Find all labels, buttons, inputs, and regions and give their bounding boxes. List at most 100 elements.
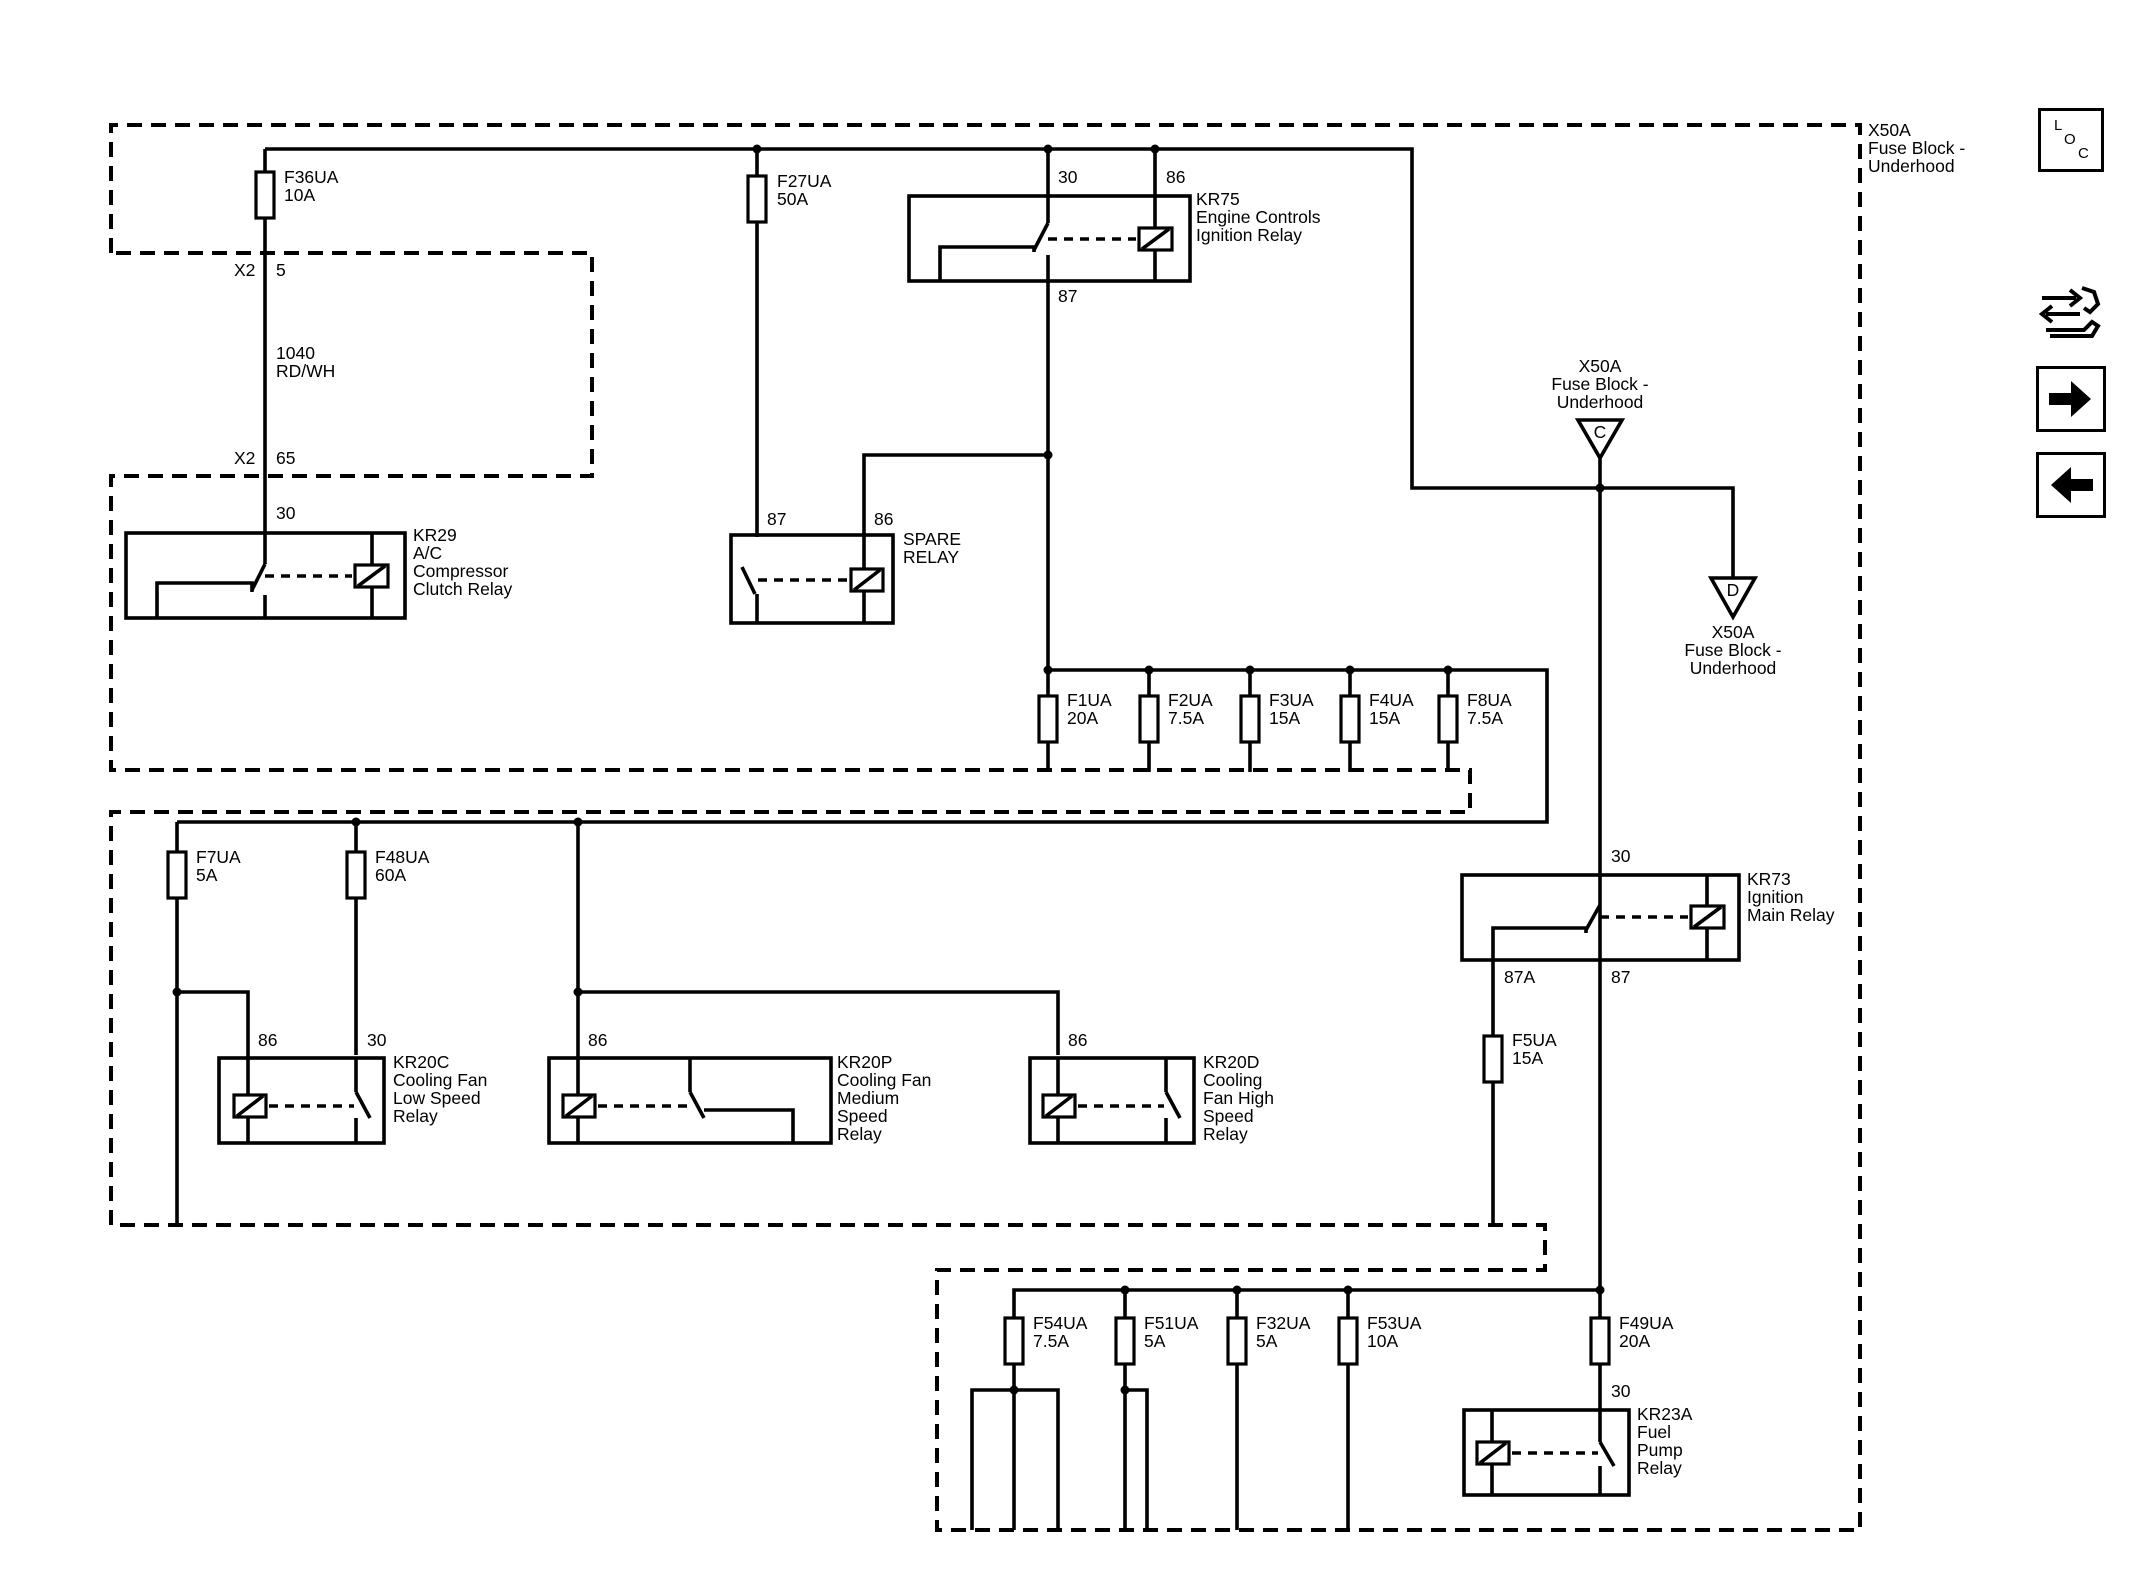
svg-text:Speed: Speed: [837, 1106, 888, 1126]
svg-text:Engine Controls: Engine Controls: [1196, 207, 1321, 227]
fuse-F8UA: F8UA 7.5A: [1437, 670, 1512, 772]
svg-text:Fuse Block -: Fuse Block -: [1551, 374, 1648, 394]
bus-F1-F8: [177, 665, 1549, 824]
svg-text:Compressor: Compressor: [413, 561, 508, 581]
svg-text:Cooling: Cooling: [1203, 1070, 1262, 1090]
svg-text:7.5A: 7.5A: [1168, 708, 1204, 728]
svg-text:A/C: A/C: [413, 543, 442, 563]
fuse-F36UA: F36UA 10A: [254, 167, 339, 220]
svg-text:Fan High: Fan High: [1203, 1088, 1274, 1108]
svg-text:KR29: KR29: [413, 525, 457, 545]
svg-text:X50A: X50A: [1712, 622, 1755, 642]
connector-X2-pin65: X2 65: [234, 448, 295, 468]
svg-text:C: C: [1594, 422, 1607, 442]
loc-button[interactable]: L O C: [2038, 108, 2104, 172]
fuse-F49UA: F49UA 20A: [1589, 1290, 1674, 1410]
loc-letter-o: O: [2064, 131, 2076, 148]
loc-letter-l: L: [2054, 117, 2063, 134]
svg-text:Underhood: Underhood: [1868, 156, 1955, 176]
previous-arrow-icon: [2051, 467, 2093, 503]
cooling-fan-bus: [172, 817, 1060, 1225]
svg-text:F1UA: F1UA: [1067, 690, 1112, 710]
svg-text:86: 86: [588, 1030, 607, 1050]
relay-KR23A: 30 KR23A Fuel Pump Relay: [1462, 1381, 1693, 1497]
fuse-F2UA: F2UA 7.5A: [1138, 670, 1213, 772]
svg-text:20A: 20A: [1619, 1331, 1650, 1351]
svg-text:50A: 50A: [777, 189, 808, 209]
svg-text:87: 87: [1058, 286, 1077, 306]
svg-text:86: 86: [258, 1030, 277, 1050]
svg-text:5: 5: [276, 260, 286, 280]
fuse-F32UA: F32UA 5A: [1226, 1290, 1311, 1530]
svg-text:7.5A: 7.5A: [1033, 1331, 1069, 1351]
fuse-F48UA: F48UA 60A: [345, 847, 430, 900]
svg-text:X50A: X50A: [1868, 120, 1911, 140]
fuse-F5UA: F5UA 15A: [1482, 960, 1557, 1225]
svg-text:KR73: KR73: [1747, 869, 1791, 889]
svg-text:87: 87: [1611, 967, 1630, 987]
fuse-F3UA: F3UA 15A: [1239, 670, 1314, 772]
svg-text:Clutch Relay: Clutch Relay: [413, 579, 512, 599]
svg-text:15A: 15A: [1269, 708, 1300, 728]
svg-text:KR20C: KR20C: [393, 1052, 449, 1072]
previous-button[interactable]: [2036, 452, 2106, 518]
svg-text:87A: 87A: [1504, 967, 1535, 987]
svg-text:20A: 20A: [1067, 708, 1098, 728]
svg-text:87: 87: [767, 509, 786, 529]
svg-text:60A: 60A: [375, 865, 406, 885]
svg-text:KR23A: KR23A: [1637, 1404, 1693, 1424]
svg-text:KR20P: KR20P: [837, 1052, 892, 1072]
svg-text:Relay: Relay: [837, 1124, 882, 1144]
svg-text:F54UA: F54UA: [1033, 1313, 1088, 1333]
svg-text:30: 30: [1058, 167, 1078, 187]
connector-D: D X50A Fuse Block - Underhood: [1684, 576, 1782, 678]
relay-KR20P: 86 KR20P Cooling Fan Medium Speed Relay: [547, 1030, 931, 1145]
tools-icon[interactable]: [2036, 278, 2106, 344]
svg-text:Ignition: Ignition: [1747, 887, 1803, 907]
svg-text:KR75: KR75: [1196, 189, 1240, 209]
svg-text:5A: 5A: [1144, 1331, 1166, 1351]
svg-text:Medium: Medium: [837, 1088, 899, 1108]
svg-text:65: 65: [276, 448, 295, 468]
relay-KR29: 30 KR29 A/C Compressor Clutch Relay: [124, 503, 512, 620]
svg-text:Ignition Relay: Ignition Relay: [1196, 225, 1302, 245]
fuse-F1UA: F1UA 20A: [1037, 670, 1112, 772]
svg-text:D: D: [1727, 580, 1740, 600]
svg-text:Pump: Pump: [1637, 1440, 1683, 1460]
svg-text:1040: 1040: [276, 343, 315, 363]
relay-KR20C: 86 30 KR20C Cooling Fan Low Speed Relay: [217, 1030, 487, 1145]
svg-text:X2: X2: [234, 260, 255, 280]
svg-text:RELAY: RELAY: [903, 547, 959, 567]
svg-text:5A: 5A: [1256, 1331, 1278, 1351]
fuse-block-label: X50A Fuse Block - Underhood: [1868, 120, 1965, 176]
svg-text:F4UA: F4UA: [1369, 690, 1414, 710]
fuse-F53UA: F53UA 10A: [1337, 1290, 1422, 1530]
top-bus: [263, 144, 1735, 578]
connector-X2-pin5: X2 5: [234, 260, 286, 280]
wire-spare-86: [862, 453, 1048, 535]
svg-text:86: 86: [1068, 1030, 1087, 1050]
loc-letter-c: C: [2078, 145, 2089, 162]
svg-text:30: 30: [367, 1030, 387, 1050]
fuse-F27UA: F27UA 50A: [746, 171, 832, 224]
relay-KR75: 30 86 87 KR75 Engine Controls Ignition R…: [907, 149, 1321, 306]
svg-text:Cooling Fan: Cooling Fan: [393, 1070, 487, 1090]
wire-label-1040: 1040 RD/WH: [276, 343, 335, 381]
fuse-block-enclosure: [109, 123, 1862, 1532]
svg-text:F51UA: F51UA: [1144, 1313, 1199, 1333]
svg-text:Cooling Fan: Cooling Fan: [837, 1070, 931, 1090]
svg-text:5A: 5A: [196, 865, 218, 885]
svg-text:Fuse Block -: Fuse Block -: [1868, 138, 1965, 158]
svg-text:10A: 10A: [1367, 1331, 1398, 1351]
svg-text:30: 30: [276, 503, 296, 523]
svg-text:X2: X2: [234, 448, 255, 468]
svg-text:F49UA: F49UA: [1619, 1313, 1674, 1333]
svg-text:Underhood: Underhood: [1557, 392, 1644, 412]
next-button[interactable]: [2036, 366, 2106, 432]
svg-text:Relay: Relay: [393, 1106, 438, 1126]
next-arrow-icon: [2049, 381, 2091, 417]
svg-text:F3UA: F3UA: [1269, 690, 1314, 710]
fuse-F4UA: F4UA 15A: [1339, 670, 1414, 772]
fuse-F7UA: F7UA 5A: [166, 847, 241, 900]
svg-text:F2UA: F2UA: [1168, 690, 1213, 710]
